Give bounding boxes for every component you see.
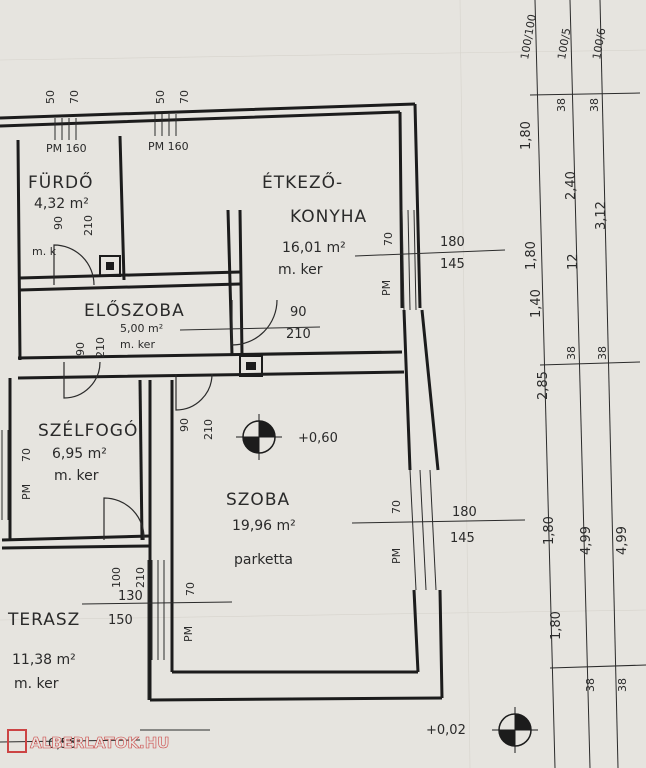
room-terasz: TERASZ 11,38 m² m. ker bbox=[7, 610, 80, 692]
room-name: ELŐSZOBA bbox=[84, 299, 185, 321]
doors bbox=[53, 244, 278, 541]
room-furdo: FÜRDŐ 4,32 m² m. k 90 210 bbox=[28, 171, 95, 258]
dim-label: 70 bbox=[178, 90, 191, 104]
room-name: SZOBA bbox=[226, 490, 290, 510]
level-label: +0,60 bbox=[298, 431, 338, 446]
floor-type: parketta bbox=[234, 552, 293, 568]
dim-label: 210 bbox=[286, 327, 311, 342]
room-name: SZÉLFOGÓ bbox=[38, 419, 138, 441]
dim-label: 0,55 bbox=[48, 737, 77, 752]
dim-label: 38 bbox=[588, 98, 601, 112]
dim-label: 90 bbox=[74, 342, 87, 356]
room-name-line1: ÉTKEZŐ- bbox=[262, 171, 343, 193]
room-area: 16,01 m² bbox=[282, 240, 346, 256]
dim-label: 38 bbox=[584, 678, 597, 692]
dim-label: 100/6 bbox=[590, 27, 608, 60]
floor-type: m. ker bbox=[54, 468, 99, 484]
room-area: 11,38 m² bbox=[12, 652, 76, 668]
dim-label: 12 bbox=[566, 253, 581, 270]
room-name-line2: KONYHA bbox=[290, 207, 367, 227]
dim-label: 1,80 bbox=[549, 611, 564, 640]
dim-label: 1,80 bbox=[524, 241, 539, 270]
room-area: 4,32 m² bbox=[34, 196, 89, 212]
level-label: +0,02 bbox=[426, 723, 466, 738]
chimneys bbox=[99, 255, 263, 377]
window-label: PM bbox=[390, 548, 403, 564]
window-label: PM bbox=[182, 626, 195, 642]
dim-label: 2,40 bbox=[564, 171, 579, 200]
room-etkezo: ÉTKEZŐ- KONYHA 16,01 m² m. ker bbox=[262, 171, 367, 278]
dim-label: 38 bbox=[616, 678, 629, 692]
door-width: 90 bbox=[52, 216, 65, 230]
door-height: 210 bbox=[82, 215, 95, 236]
annotations: PM 160 PM 160 50 70 50 70 PM 70 180 145 … bbox=[20, 90, 477, 752]
dim-label: 70 bbox=[184, 582, 197, 596]
dim-label: 1,80 bbox=[519, 121, 534, 150]
dim-label: 50 bbox=[154, 90, 167, 104]
window-label: PM 160 bbox=[148, 140, 189, 153]
floor-type: m. k bbox=[32, 245, 57, 258]
dim-label: 150 bbox=[108, 613, 133, 628]
window-label: PM bbox=[20, 484, 33, 500]
dim-label: 210 bbox=[134, 567, 147, 588]
dim-label: 4,99 bbox=[615, 526, 630, 555]
dim-label: 50 bbox=[44, 90, 57, 104]
dim-label: 130 bbox=[118, 589, 143, 604]
dim-label: 145 bbox=[440, 257, 465, 272]
dim-label: 145 bbox=[450, 531, 475, 546]
dim-label: 180 bbox=[452, 505, 477, 520]
room-name: FÜRDŐ bbox=[28, 171, 94, 193]
walls bbox=[0, 102, 444, 731]
dim-label: 210 bbox=[94, 337, 107, 358]
room-name: TERASZ bbox=[7, 610, 80, 630]
dim-label: 70 bbox=[382, 232, 395, 246]
dim-label: 38 bbox=[596, 346, 609, 360]
watermark: ALBERLATOK.HU bbox=[7, 729, 170, 753]
level-marker-060 bbox=[236, 414, 282, 460]
room-eloszoba: ELŐSZOBA 5,00 m² m. ker bbox=[84, 299, 185, 351]
dim-label: 70 bbox=[390, 500, 403, 514]
dim-label: 70 bbox=[68, 90, 81, 104]
floor-type: m. ker bbox=[278, 262, 323, 278]
windows bbox=[1, 114, 437, 660]
room-area: 6,95 m² bbox=[52, 446, 107, 462]
dim-label: 3,12 bbox=[594, 201, 609, 230]
dim-label: 100/5 bbox=[555, 27, 573, 60]
level-marker-002 bbox=[492, 707, 538, 753]
room-area: 19,96 m² bbox=[232, 518, 296, 534]
dim-label: 2,85 bbox=[536, 371, 551, 400]
room-area: 5,00 m² bbox=[120, 322, 163, 335]
room-szelfogo: SZÉLFOGÓ 6,95 m² m. ker bbox=[38, 419, 138, 484]
dim-label: 180 bbox=[440, 235, 465, 250]
dim-label: 90 bbox=[178, 418, 191, 432]
window-label: PM 160 bbox=[46, 142, 87, 155]
dim-label: 38 bbox=[555, 98, 568, 112]
dim-label: 70 bbox=[20, 448, 33, 462]
floor-type: m. ker bbox=[120, 338, 155, 351]
dim-label: 38 bbox=[565, 346, 578, 360]
watermark-text: ALBERLATOK.HU bbox=[30, 734, 169, 752]
dim-label: 1,40 bbox=[529, 289, 544, 318]
room-szoba: SZOBA 19,96 m² parketta bbox=[226, 490, 296, 568]
dim-label: 210 bbox=[202, 419, 215, 440]
dim-label: 100 bbox=[110, 567, 123, 588]
dim-label: 1,80 bbox=[542, 516, 557, 545]
right-dimensions: 1,80 1,80 1,40 2,85 1,80 1,80 2,40 12 4,99 3,12 4,… bbox=[518, 13, 630, 692]
window-label: PM bbox=[380, 280, 393, 296]
dim-label: 4,99 bbox=[579, 526, 594, 555]
dim-label: 90 bbox=[290, 305, 307, 320]
floor-type: m. ker bbox=[14, 676, 59, 692]
